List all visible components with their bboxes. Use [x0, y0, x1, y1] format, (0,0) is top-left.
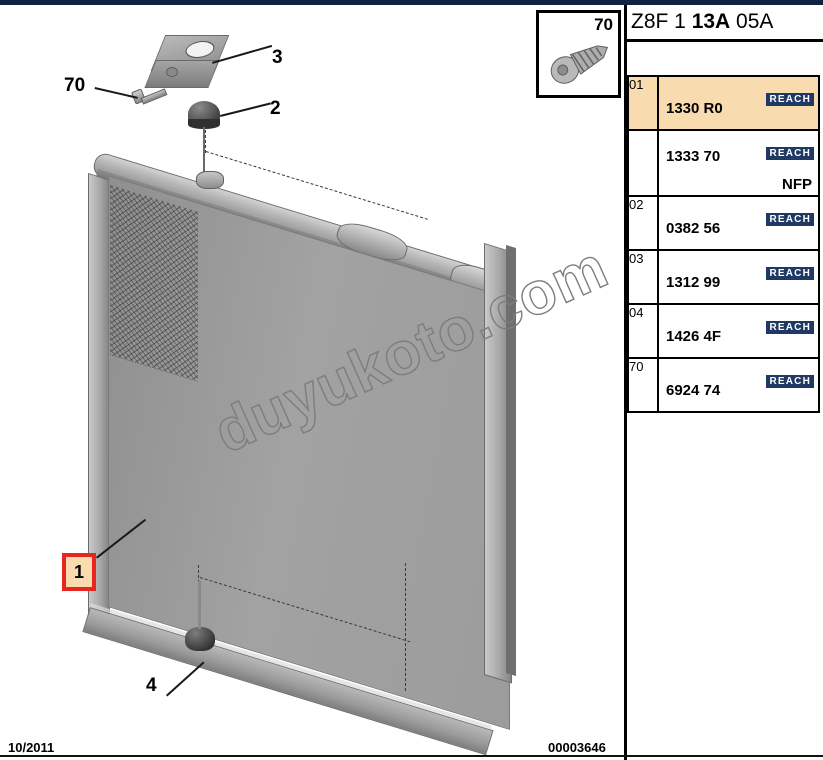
mount-2-pin: [203, 127, 205, 173]
part-number: 0382 56: [666, 220, 721, 237]
callout-3: 3: [272, 47, 283, 68]
part-number: 1426 4F: [666, 328, 722, 345]
table-row[interactable]: 03 1312 99 REACH: [627, 249, 820, 305]
screw-inset-number: 70: [594, 15, 613, 34]
reach-badge: REACH: [766, 267, 814, 280]
footer-doc-number: 00003646: [548, 740, 606, 755]
reach-badge: REACH: [766, 147, 814, 160]
row-index: 70: [627, 357, 659, 413]
centerline-right-vertical: [405, 563, 406, 691]
row-index: 04: [627, 303, 659, 359]
reach-badge: REACH: [766, 375, 814, 388]
leader-line-2: [220, 102, 271, 117]
panel-divider: [624, 5, 627, 760]
row-reference-cell: 6924 74 REACH: [657, 357, 820, 413]
radiator-fin-mesh: [110, 185, 198, 382]
part-note-nfp: NFP: [782, 176, 812, 193]
part-number: 1330 R0: [666, 100, 723, 117]
callout-1-highlight-box[interactable]: 1: [62, 553, 96, 591]
reach-badge: REACH: [766, 93, 814, 106]
centerline-upper-vertical: [205, 125, 206, 153]
table-row[interactable]: 04 1426 4F REACH: [627, 303, 820, 359]
footer-date: 10/2011: [8, 740, 55, 755]
row-reference-cell: 1426 4F REACH: [657, 303, 820, 359]
radiator-filler-boss: [196, 171, 224, 189]
radiator-assembly: [82, 133, 558, 756]
assembly-code: Z8F 1 13A 05A: [627, 5, 823, 39]
parts-table: 01 1330 R0 REACH 1333 70 REACH NFP 02: [627, 75, 820, 413]
row-reference-cell: 1333 70 REACH NFP: [657, 129, 820, 197]
header-rule: [627, 39, 823, 42]
table-row[interactable]: 02 0382 56 REACH: [627, 195, 820, 251]
assembly-code-prefix: Z8F 1: [631, 10, 692, 33]
assembly-code-bold: 13A: [691, 10, 731, 33]
table-row[interactable]: 01 1330 R0 REACH: [627, 75, 820, 131]
parts-panel: Z8F 1 13A 05A 01 1330 R0 REACH 1333 70 R…: [627, 5, 823, 760]
callout-4: 4: [146, 675, 157, 696]
table-row[interactable]: 70 6924 74 REACH: [627, 357, 820, 413]
assembly-code-suffix: 05A: [730, 10, 774, 33]
footer-rule: [0, 755, 823, 757]
top-border-bar: [0, 0, 823, 5]
radiator-right-tank-edge: [506, 245, 516, 677]
row-index: 01: [627, 75, 659, 131]
reach-badge: REACH: [766, 321, 814, 334]
row-index: 02: [627, 195, 659, 251]
technical-drawing-panel: 3 70 2: [0, 5, 624, 760]
part-number: 1312 99: [666, 274, 721, 291]
callout-1-label: 1: [73, 562, 84, 582]
reach-badge: REACH: [766, 213, 814, 226]
callout-2: 2: [270, 98, 281, 119]
row-reference-cell: 1330 R0 REACH: [657, 75, 820, 131]
row-reference-cell: 0382 56 REACH: [657, 195, 820, 251]
screw-detail-inset: 70: [536, 10, 621, 98]
row-index: 03: [627, 249, 659, 305]
row-index: [627, 129, 659, 197]
part-number: 1333 70: [666, 148, 721, 165]
callout-70: 70: [64, 75, 86, 96]
screw-icon: [550, 45, 609, 84]
table-row[interactable]: 1333 70 REACH NFP: [627, 129, 820, 197]
row-reference-cell: 1312 99 REACH: [657, 249, 820, 305]
part-number: 6924 74: [666, 382, 721, 399]
